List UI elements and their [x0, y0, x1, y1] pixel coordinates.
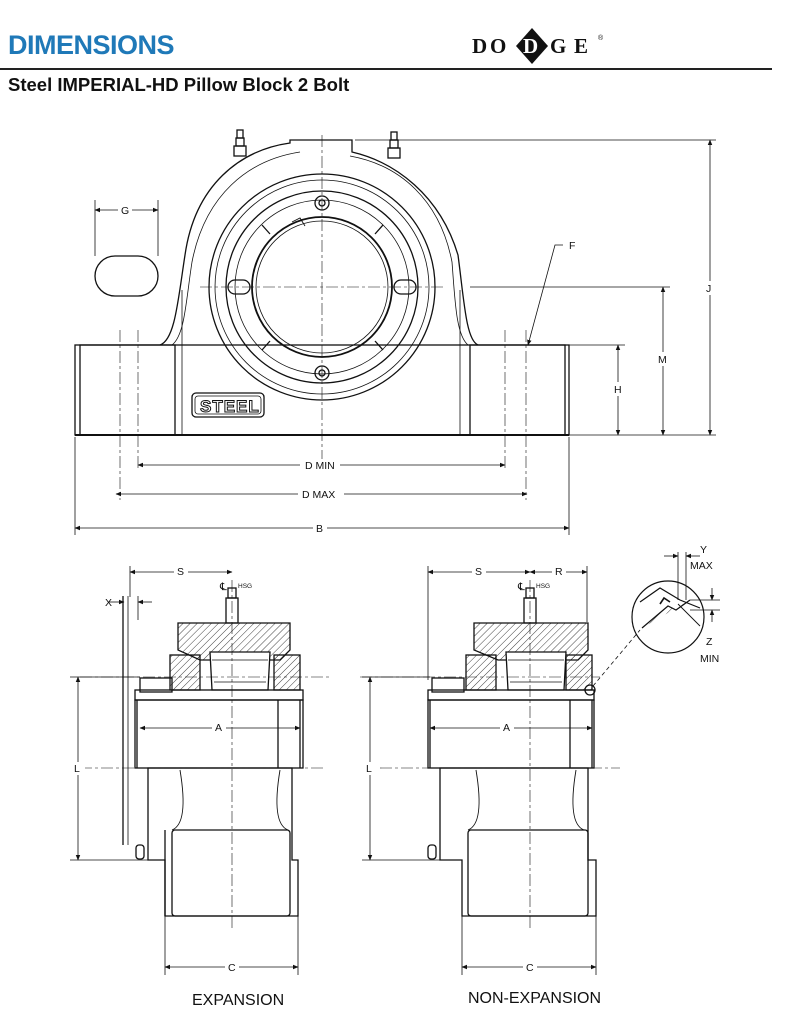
svg-text:G: G — [550, 34, 568, 58]
expansion-housing-base — [147, 767, 299, 917]
dim-j-label: J — [706, 283, 711, 295]
exp-dim-x-label: X — [105, 597, 112, 609]
front-dimensions — [74, 139, 716, 535]
exp-centerline-symbol: ℄ — [219, 581, 227, 593]
dim-h-label: H — [614, 384, 622, 396]
expansion-labels: S X ℄ HSG A L C EXPANSION — [71, 565, 284, 1009]
dodge-logo: D O D G E ® — [472, 28, 604, 64]
exp-dim-a-label: A — [215, 722, 222, 734]
non-expansion-view — [427, 587, 597, 917]
detail-dim-y-label: Y — [700, 544, 707, 556]
dim-g-label: G — [121, 205, 129, 217]
nonexp-centerlines — [360, 580, 620, 930]
dim-d-min-label: D MIN — [305, 460, 335, 472]
expansion-caption: EXPANSION — [192, 992, 284, 1009]
detail-circle — [631, 580, 705, 654]
nonexp-dim-l-label: L — [366, 763, 372, 775]
detail-callout-circle — [584, 684, 596, 696]
slot-hole — [94, 255, 159, 297]
page-title: DIMENSIONS — [8, 30, 175, 60]
front-labels: G F J M H D MIN D MAX B STEEL — [118, 203, 717, 535]
nonexp-hsg-label: HSG — [536, 583, 550, 590]
logo-diamond — [516, 28, 548, 64]
svg-text:®: ® — [598, 34, 604, 42]
nonexp-housing-base — [439, 767, 597, 917]
right-foot — [469, 344, 566, 436]
detail-labels: Y MAX Z MIN — [690, 544, 719, 665]
nonexp-dim-r-label: R — [555, 566, 563, 578]
front-centerlines — [119, 135, 527, 500]
svg-text:E: E — [574, 34, 590, 58]
detail-dimensions — [664, 552, 720, 622]
exp-dim-c-label: C — [228, 962, 236, 974]
svg-text:O: O — [490, 34, 508, 58]
left-foot — [79, 344, 176, 436]
steel-badge-label: STEEL — [200, 397, 260, 416]
detail-dim-y-note: MAX — [690, 560, 713, 572]
steel-badge — [191, 392, 265, 418]
nonexp-dim-s-label: S — [475, 566, 482, 578]
detail-dim-z-note: MIN — [700, 653, 719, 665]
non-expansion-caption: NON-EXPANSION — [468, 990, 601, 1007]
expansion-view — [122, 587, 304, 917]
nonexp-dim-a-label: A — [503, 722, 510, 734]
dim-d-max-label: D MAX — [302, 489, 335, 501]
page-subtitle: Steel IMPERIAL-HD Pillow Block 2 Bolt — [8, 74, 350, 95]
header-rule — [0, 68, 772, 70]
nonexp-dim-c-label: C — [526, 962, 534, 974]
nonexp-centerline-symbol: ℄ — [517, 581, 525, 593]
dim-m-label: M — [658, 354, 667, 366]
exp-hsg-label: HSG — [238, 583, 252, 590]
grease-fitting-left — [233, 129, 247, 157]
expansion-centerlines — [80, 580, 330, 930]
seal-detail-view — [631, 580, 705, 654]
dim-b-label: B — [316, 523, 323, 535]
housing-body — [159, 139, 479, 346]
exp-dim-l-label: L — [74, 763, 80, 775]
detail-dim-z-label: Z — [706, 636, 713, 648]
nonexp-labels: S R ℄ HSG A L C NON-EXPANSION — [363, 565, 601, 1007]
grease-fitting-right — [387, 131, 401, 159]
dim-f-label: F — [569, 240, 575, 252]
exp-dim-s-label: S — [177, 566, 184, 578]
svg-text:D: D — [472, 34, 489, 58]
svg-text:D: D — [523, 34, 538, 58]
